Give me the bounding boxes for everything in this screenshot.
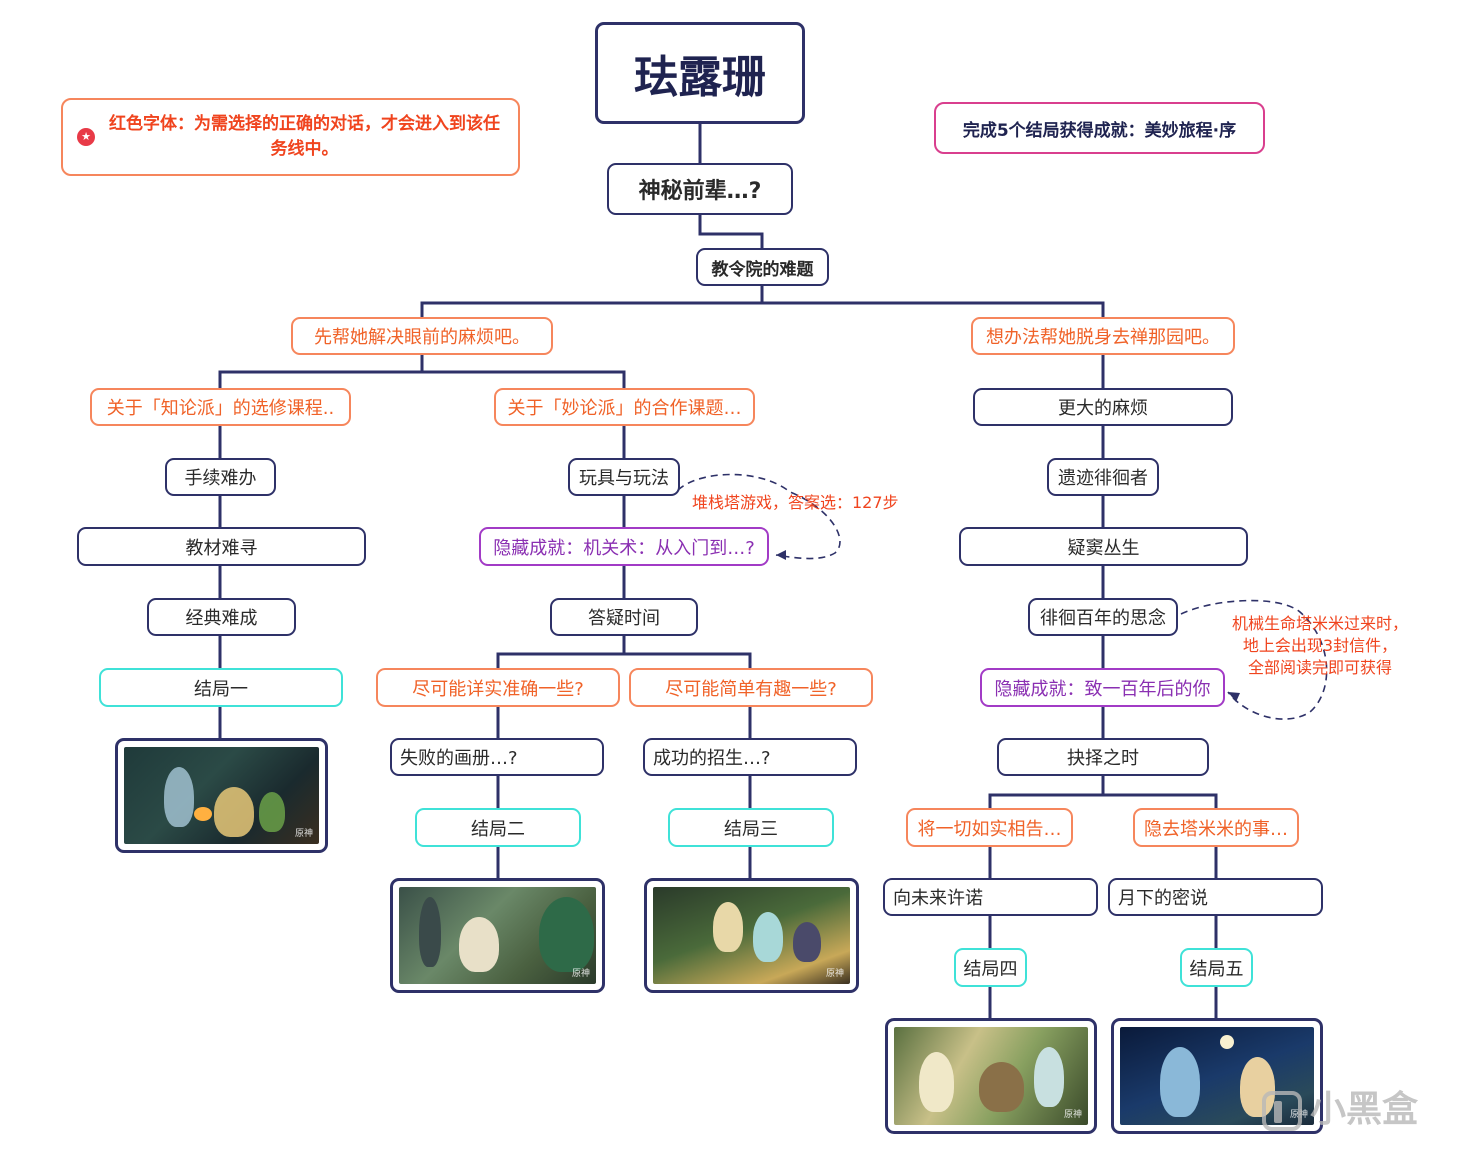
choice-tell-truth: 将一切如实相告…	[906, 808, 1073, 847]
node-classic: 经典难成	[147, 598, 296, 636]
game-logo: 原神	[825, 969, 844, 979]
choice-detailed: 尽可能详实准确一些?	[376, 668, 620, 707]
node-failed-album: 失败的画册…?	[390, 738, 604, 776]
root-title: 珐露珊	[595, 22, 805, 124]
node-paperwork: 手续难办	[165, 458, 276, 496]
ending-3-screenshot: 原神	[644, 878, 859, 993]
ending-5-screenshot: 原神	[1111, 1018, 1323, 1134]
legend-note: ★ 红色字体：为需选择的正确的对话，才会进入到该任务线中。	[61, 98, 520, 176]
watermark: 小黑盒	[1262, 1080, 1418, 1132]
game-logo: 原神	[571, 969, 590, 979]
game-logo: 原神	[1063, 1110, 1082, 1120]
watermark-text: 小黑盒	[1310, 1089, 1419, 1130]
node-qa-time: 答疑时间	[550, 598, 698, 636]
game-scene-image: 原神	[124, 747, 319, 844]
node-textbook: 教材难寻	[77, 527, 366, 566]
annotation-letters: 机械生命塔米米过来时， 地上会出现3封信件， 全部阅读完即可获得	[1225, 613, 1415, 679]
node-successful-recruit: 成功的招生…?	[643, 738, 857, 776]
node-toys: 玩具与玩法	[568, 458, 680, 496]
node-suspicion: 疑窦丛生	[959, 527, 1248, 566]
game-scene-image: 原神	[653, 887, 850, 984]
annotation-letters-line: 地上会出现3封信件，	[1242, 636, 1398, 655]
node-century-longing: 徘徊百年的思念	[1028, 598, 1178, 636]
ending-1-screenshot: 原神	[115, 738, 328, 853]
node-ending-3: 结局三	[668, 808, 834, 847]
legend-note-text: 红色字体：为需选择的正确的对话，才会进入到该任务线中。	[109, 114, 500, 159]
choice-miaolun: 关于「妙论派」的合作课题…	[494, 388, 755, 426]
node-promise-future: 向未来许诺	[883, 878, 1098, 916]
choice-zhilun: 关于「知论派」的选修课程..	[90, 388, 351, 426]
game-scene-image: 原神	[399, 887, 596, 984]
xiaoheihe-logo-icon	[1262, 1091, 1302, 1131]
ending-2-screenshot: 原神	[390, 878, 605, 993]
choice-hide-tamimi: 隐去塔米米的事…	[1133, 808, 1299, 847]
node-ending-1: 结局一	[99, 668, 343, 707]
node-bigger-trouble: 更大的麻烦	[973, 388, 1233, 426]
node-ending-5: 结局五	[1180, 948, 1253, 987]
node-decision: 抉择之时	[997, 738, 1209, 776]
annotation-letters-line: 全部阅读完即可获得	[1247, 658, 1392, 677]
node-hidden-achievement-mechanics: 隐藏成就：机关术：从入门到…?	[479, 527, 769, 566]
node-ending-4: 结局四	[954, 948, 1027, 987]
achievement-note: 完成5个结局获得成就：美妙旅程·序	[934, 102, 1265, 154]
annotation-letters-line: 机械生命塔米米过来时，	[1231, 614, 1408, 633]
node-ending-2: 结局二	[415, 808, 581, 847]
choice-help-now: 先帮她解决眼前的麻烦吧。	[291, 317, 553, 355]
choice-escape: 想办法帮她脱身去禅那园吧。	[971, 317, 1235, 355]
choice-simple: 尽可能简单有趣一些?	[629, 668, 873, 707]
node-ruin-wanderer: 遗迹徘徊者	[1047, 458, 1159, 496]
game-scene-image: 原神	[894, 1027, 1088, 1125]
node-mysterious-senior: 神秘前辈…?	[607, 163, 793, 215]
node-hidden-achievement-letter: 隐藏成就：致一百年后的你	[980, 668, 1225, 707]
star-icon: ★	[77, 128, 95, 146]
node-moonlight-secret: 月下的密说	[1108, 878, 1323, 916]
game-logo: 原神	[294, 829, 313, 839]
ending-4-screenshot: 原神	[885, 1018, 1097, 1134]
annotation-tower-game: 堆栈塔游戏，答案选：127步	[692, 493, 899, 512]
node-academy-problem: 教令院的难题	[696, 248, 829, 286]
game-scene-image: 原神	[1120, 1027, 1314, 1125]
